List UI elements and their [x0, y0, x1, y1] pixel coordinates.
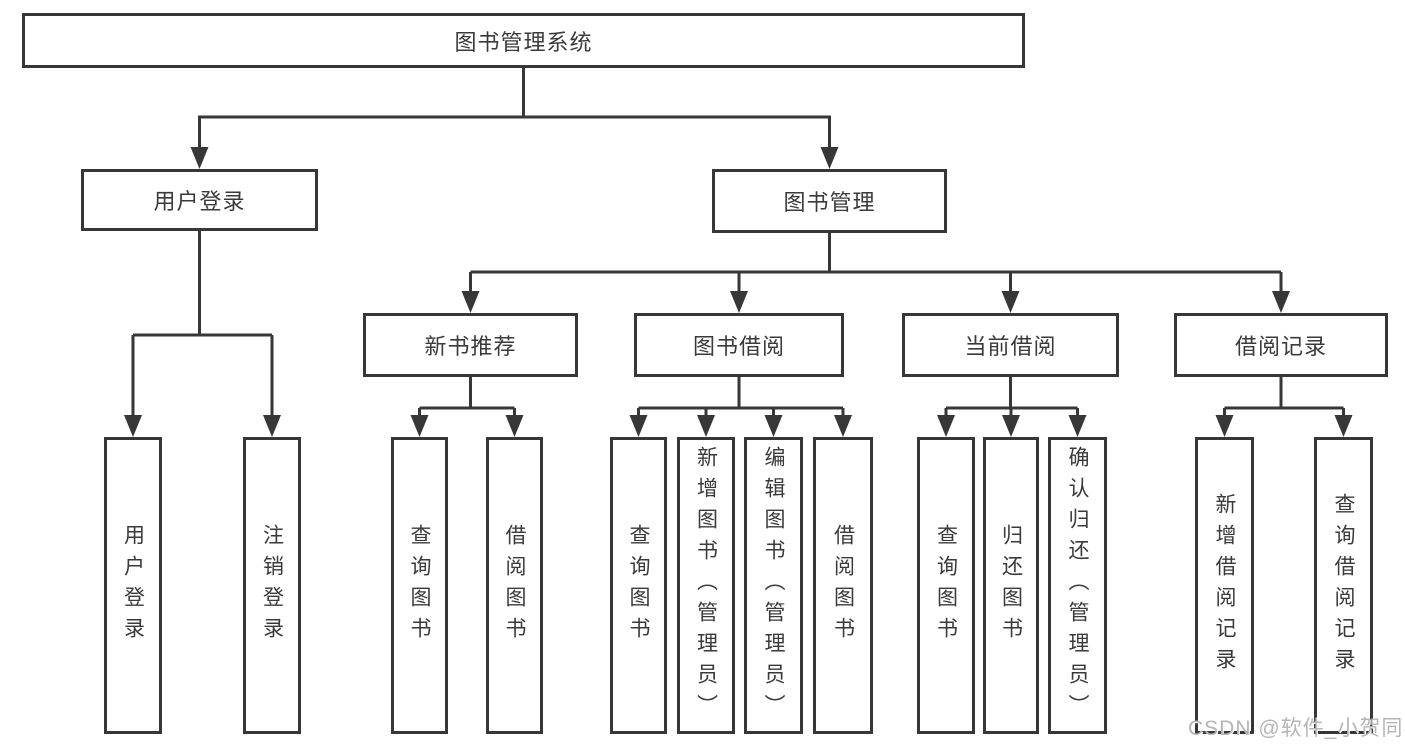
leaf-return-books: 归还图书: [983, 437, 1039, 734]
leaf-query-books-recommend: 查询图书: [391, 437, 448, 734]
leaf-user-login: 用户登录: [104, 437, 162, 734]
node-borrow-records: 借阅记录: [1174, 313, 1388, 377]
leaf-query-books-current: 查询图书: [917, 437, 975, 734]
node-book-borrowing: 图书借阅: [634, 313, 844, 377]
node-new-book-recommend-label: 新书推荐: [424, 334, 517, 359]
node-current-borrowing: 当前借阅: [902, 313, 1119, 377]
node-new-book-recommend: 新书推荐: [363, 313, 578, 377]
node-book-management: 图书管理: [712, 169, 947, 233]
leaf-logout: 注销登录: [243, 437, 301, 734]
leaf-edit-books-admin: 编辑图书（管理员）: [744, 437, 803, 734]
node-borrow-records-label: 借阅记录: [1234, 334, 1327, 359]
leaf-confirm-return-admin: 确认归还（管理员）: [1048, 437, 1107, 734]
node-user-login: 用户登录: [81, 169, 318, 231]
node-library-system: 图书管理系统: [22, 13, 1025, 68]
node-current-borrowing-label: 当前借阅: [964, 334, 1057, 359]
node-book-management-label: 图书管理: [783, 190, 876, 215]
leaf-add-books-admin: 新增图书（管理员）: [677, 437, 735, 734]
leaf-query-borrow-record: 查询借阅记录: [1314, 437, 1373, 734]
watermark-text: CSDN @软件_小贺同学: [1188, 717, 1405, 740]
leaf-query-books-borrowing: 查询图书: [610, 437, 667, 734]
node-book-borrowing-label: 图书借阅: [692, 334, 785, 359]
leaf-add-borrow-record: 新增借阅记录: [1195, 437, 1254, 734]
node-user-login-label: 用户登录: [153, 189, 246, 214]
leaf-borrow-books-recommend: 借阅图书: [486, 437, 543, 734]
leaf-borrow-books-borrowing: 借阅图书: [813, 437, 873, 734]
node-library-system-label: 图书管理系统: [454, 29, 593, 55]
